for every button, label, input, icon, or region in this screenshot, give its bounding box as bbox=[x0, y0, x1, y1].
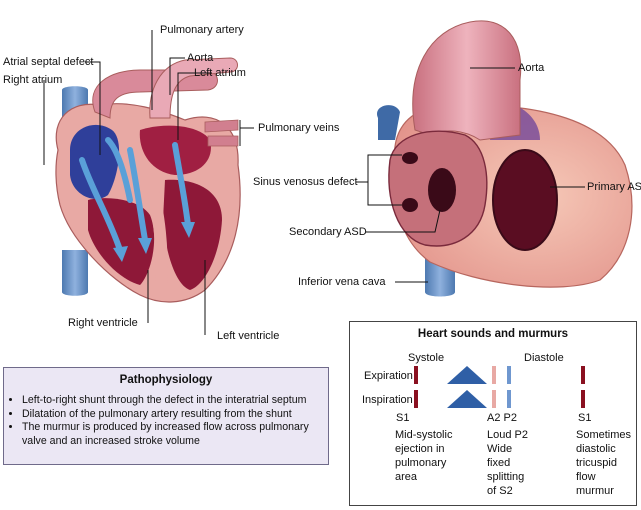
s1-diastole-expiration-bar bbox=[581, 366, 585, 384]
inferior-vena-cava-left bbox=[62, 250, 88, 296]
leader-lines bbox=[43, 30, 585, 335]
label-pulmonary-artery: Pulmonary artery bbox=[160, 24, 244, 36]
pathophysiology-item: Dilatation of the pulmonary artery resul… bbox=[22, 408, 328, 422]
flow-arrows bbox=[79, 137, 191, 253]
secondary-asd-hole bbox=[428, 168, 456, 212]
label-left-atrium: Left atrium bbox=[194, 67, 246, 79]
flow-arrow-la-lv bbox=[172, 142, 191, 228]
flow-arrow-ra-rv bbox=[79, 157, 123, 253]
label-secondary-asd: Secondary ASD bbox=[289, 226, 367, 238]
a2-p2-label: A2 P2 bbox=[487, 412, 517, 424]
s1-expiration-bar bbox=[414, 366, 418, 384]
label-left-ventricle: Left ventricle bbox=[217, 330, 280, 342]
arrowhead-2 bbox=[138, 238, 152, 254]
desc-line: Sometimes bbox=[576, 429, 632, 441]
desc-line: flow bbox=[576, 471, 596, 483]
aorta-vessel-left bbox=[149, 57, 238, 119]
pathophysiology-item: The murmur is produced by increased flow… bbox=[22, 421, 328, 448]
label-sinus-venosus-defect: Sinus venosus defect bbox=[253, 176, 358, 188]
desc-line: fixed bbox=[487, 457, 511, 469]
pulmonary-vein-2 bbox=[207, 135, 239, 147]
desc-line: diastolic bbox=[576, 443, 616, 455]
desc-line: pulmonary bbox=[395, 457, 447, 469]
a2-expiration-bar bbox=[492, 366, 496, 384]
heart-sounds-title: Heart sounds and murmurs bbox=[417, 328, 569, 340]
right-heart-drawing bbox=[377, 20, 633, 297]
leader-left-atrium bbox=[177, 72, 212, 140]
murmur-inspiration bbox=[447, 390, 487, 408]
arrowhead-1 bbox=[113, 246, 128, 262]
flow-arrow-shunt bbox=[127, 147, 148, 243]
desc-line: splitting bbox=[487, 471, 525, 483]
leader-sinus-venosus bbox=[356, 154, 402, 206]
pulmonary-artery-vessel bbox=[92, 69, 218, 119]
aorta-vessel-right bbox=[412, 20, 522, 141]
label-pulmonary-veins: Pulmonary veins bbox=[258, 122, 340, 134]
desc-line: area bbox=[395, 471, 418, 483]
left-ventricle-cavity bbox=[163, 179, 222, 290]
interventricular-septum bbox=[144, 173, 168, 301]
desc-line: Mid-systolic bbox=[395, 429, 453, 441]
desc-line: of S2 bbox=[487, 485, 513, 497]
desc-line: tricuspid bbox=[576, 457, 617, 469]
heart-sounds-panel: Heart sounds and murmurs Systole Diastol… bbox=[349, 321, 637, 506]
pathophysiology-panel: Pathophysiology Left-to-right shunt thro… bbox=[3, 367, 329, 465]
label-atrial-septal-defect: Atrial septal defect bbox=[3, 56, 94, 68]
label-right-atrium: Right atrium bbox=[3, 74, 63, 86]
phonocardiogram bbox=[414, 366, 585, 408]
p2-inspiration-bar bbox=[507, 390, 511, 408]
left-heart-drawing bbox=[55, 57, 241, 303]
expiration-label: Expiration bbox=[364, 370, 413, 382]
pathophysiology-list: Left-to-right shunt through the defect i… bbox=[10, 394, 328, 448]
diastole-label: Diastole bbox=[524, 352, 564, 364]
a2-inspiration-bar bbox=[492, 390, 496, 408]
label-aorta-right: Aorta bbox=[518, 62, 545, 74]
desc-loud-p2: Loud P2 Wide fixed splitting of S2 bbox=[487, 428, 528, 498]
leader-aorta-left bbox=[169, 57, 185, 95]
flow-arrowheads bbox=[113, 222, 195, 262]
arrowhead-3 bbox=[181, 222, 195, 238]
label-aorta-left: Aorta bbox=[187, 52, 214, 64]
desc-line: Loud P2 bbox=[487, 429, 528, 441]
label-inferior-vena-cava: Inferior vena cava bbox=[298, 276, 386, 288]
s1-left-label: S1 bbox=[396, 412, 410, 424]
desc-line: ejection in bbox=[395, 443, 445, 455]
superior-vena-cava-right bbox=[377, 105, 400, 140]
label-right-ventricle: Right ventricle bbox=[68, 317, 138, 329]
desc-line: murmur bbox=[576, 485, 614, 497]
s1-diastole-inspiration-bar bbox=[581, 390, 585, 408]
pathophysiology-item: Left-to-right shunt through the defect i… bbox=[22, 394, 328, 408]
desc-line: Wide bbox=[487, 443, 513, 455]
s1-right-label: S1 bbox=[578, 412, 592, 424]
systole-label: Systole bbox=[408, 352, 445, 364]
s1-inspiration-bar bbox=[414, 390, 418, 408]
pathophysiology-title: Pathophysiology bbox=[119, 374, 213, 386]
desc-midsystolic: Mid-systolic ejection in pulmonary area bbox=[395, 428, 452, 484]
sinus-venosus-hole-2 bbox=[402, 198, 418, 212]
primary-asd-hole bbox=[492, 149, 558, 251]
pulmonary-vein-1 bbox=[204, 119, 239, 133]
inspiration-label: Inspiration bbox=[362, 394, 413, 406]
leader-secondary-asd bbox=[366, 209, 441, 233]
leader-pulmonary-veins bbox=[239, 120, 254, 146]
sinus-venosus-hole-1 bbox=[402, 152, 418, 164]
leader-asd bbox=[85, 61, 101, 155]
desc-sometimes: Sometimes diastolic tricuspid flow murmu… bbox=[576, 428, 631, 498]
flow-arrow-asd bbox=[105, 137, 133, 203]
right-atrium-cavity bbox=[70, 124, 120, 199]
murmur-expiration bbox=[447, 366, 487, 384]
right-ventricle-cavity bbox=[88, 198, 155, 285]
label-primary-asd: Primary ASD bbox=[587, 181, 641, 193]
p2-expiration-bar bbox=[507, 366, 511, 384]
